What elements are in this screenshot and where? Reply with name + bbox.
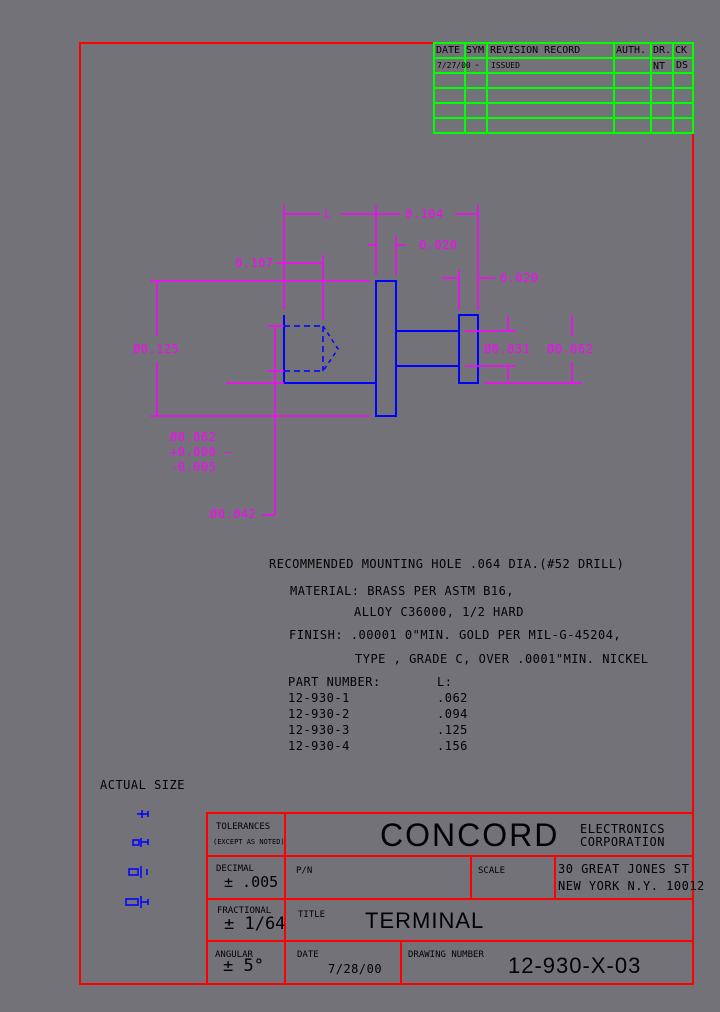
actual-size-label: ACTUAL SIZE	[100, 778, 185, 792]
tapped-hole-hidden-lines	[284, 325, 339, 372]
address-line-2: NEW YORK N.Y. 10012	[558, 879, 705, 893]
note-finish-1: FINISH: .00001 0"MIN. GOLD PER MIL-G-452…	[289, 628, 622, 642]
actual-size-icon-2	[132, 838, 149, 847]
date-label: DATE	[297, 950, 319, 960]
rev-header-dr: DR.	[653, 45, 672, 56]
dim-L: L	[324, 207, 332, 221]
fractional-label: FRACTIONAL	[217, 906, 272, 916]
date-value: 7/28/00	[328, 962, 383, 976]
actual-size-icons	[125, 810, 149, 908]
decimal-value: ± .005	[224, 873, 279, 891]
rev-header-sym: SYM	[466, 45, 485, 56]
drawing-number: 12-930-X-03	[508, 953, 642, 978]
dim-0-020-lower: 0.020	[500, 271, 539, 285]
dim-tap-line1: Ø0.062	[170, 430, 217, 444]
scale-label: SCALE	[478, 866, 506, 876]
part-row-2-l: .094	[437, 707, 468, 721]
rev-row-record: ISSUED	[491, 61, 520, 70]
rev-header-date: DATE	[436, 45, 461, 56]
parts-header-number: PART NUMBER:	[288, 675, 381, 689]
rev-header-record: REVISION RECORD	[490, 45, 581, 56]
company-name: CONCORD	[380, 817, 560, 853]
dim-0-107: 0.107	[235, 256, 274, 270]
fractional-value: ± 1/64	[224, 914, 286, 934]
rev-row-dr: NT	[653, 61, 666, 72]
angular-label: ANGULAR	[215, 950, 253, 960]
rev-header-ck: CK	[675, 45, 688, 56]
part-row-3-l: .125	[437, 723, 468, 737]
note-material-1: MATERIAL: BRASS PER ASTM B16,	[290, 584, 515, 598]
note-finish-2: TYPE , GRADE C, OVER .0001"MIN. NICKEL	[355, 652, 649, 666]
note-material-2: ALLOY C36000, 1/2 HARD	[354, 605, 524, 619]
address-line-1: 30 GREAT JONES ST	[558, 862, 690, 876]
part-row-3-number: 12-930-3	[288, 723, 350, 737]
part-row-1-number: 12-930-1	[288, 691, 350, 705]
dim-dia-0-042: Ø0.042	[210, 507, 257, 521]
part-row-1-l: .062	[437, 691, 468, 705]
angular-value: ± 5°	[223, 956, 264, 976]
rev-row-sym: -	[474, 60, 481, 71]
dim-tap-line2: +0.000 —	[170, 445, 232, 459]
drawing-number-label: DRAWING NUMBER	[408, 950, 484, 960]
company-sub-corporation: CORPORATION	[580, 835, 665, 849]
part-row-4-l: .156	[437, 739, 468, 753]
dimension-lines	[150, 205, 582, 516]
note-mounting-hole: RECOMMENDED MOUNTING HOLE .064 DIA.(#52 …	[269, 557, 625, 571]
dim-tap-line3: -0.005	[170, 460, 217, 474]
tolerances-label: TOLERANCES	[216, 822, 271, 832]
part-row-2-number: 12-930-2	[288, 707, 350, 721]
actual-size-icon-3	[128, 866, 148, 878]
terminal-part-outline	[283, 280, 479, 417]
dim-dia-0-125: Ø0.125	[133, 342, 180, 356]
title-value: TERMINAL	[365, 908, 485, 933]
decimal-label: DECIMAL	[216, 864, 254, 874]
part-row-4-number: 12-930-4	[288, 739, 350, 753]
rev-header-auth: AUTH.	[616, 45, 647, 56]
company-sub-electronics: ELECTRONICS	[580, 822, 665, 836]
pn-label: P/N	[296, 866, 313, 876]
title-label: TITLE	[298, 910, 326, 920]
tolerances-except-label: (EXCEPT AS NOTED)	[213, 838, 285, 846]
rev-row-date: 7/27/00	[437, 61, 471, 70]
dim-0-020-upper: 0.020	[419, 238, 458, 252]
dim-dia-0-031: Ø0.031	[484, 342, 531, 356]
title-block-grid	[206, 812, 694, 985]
parts-header-l: L:	[437, 675, 453, 689]
dim-0-104: 0.104	[405, 207, 444, 221]
actual-size-icon-1	[137, 810, 149, 818]
actual-size-icon-4	[125, 896, 149, 908]
rev-row-ck: DS	[676, 60, 689, 71]
revision-table-grid	[433, 42, 694, 134]
dim-dia-0-062: Ø0.062	[547, 342, 594, 356]
